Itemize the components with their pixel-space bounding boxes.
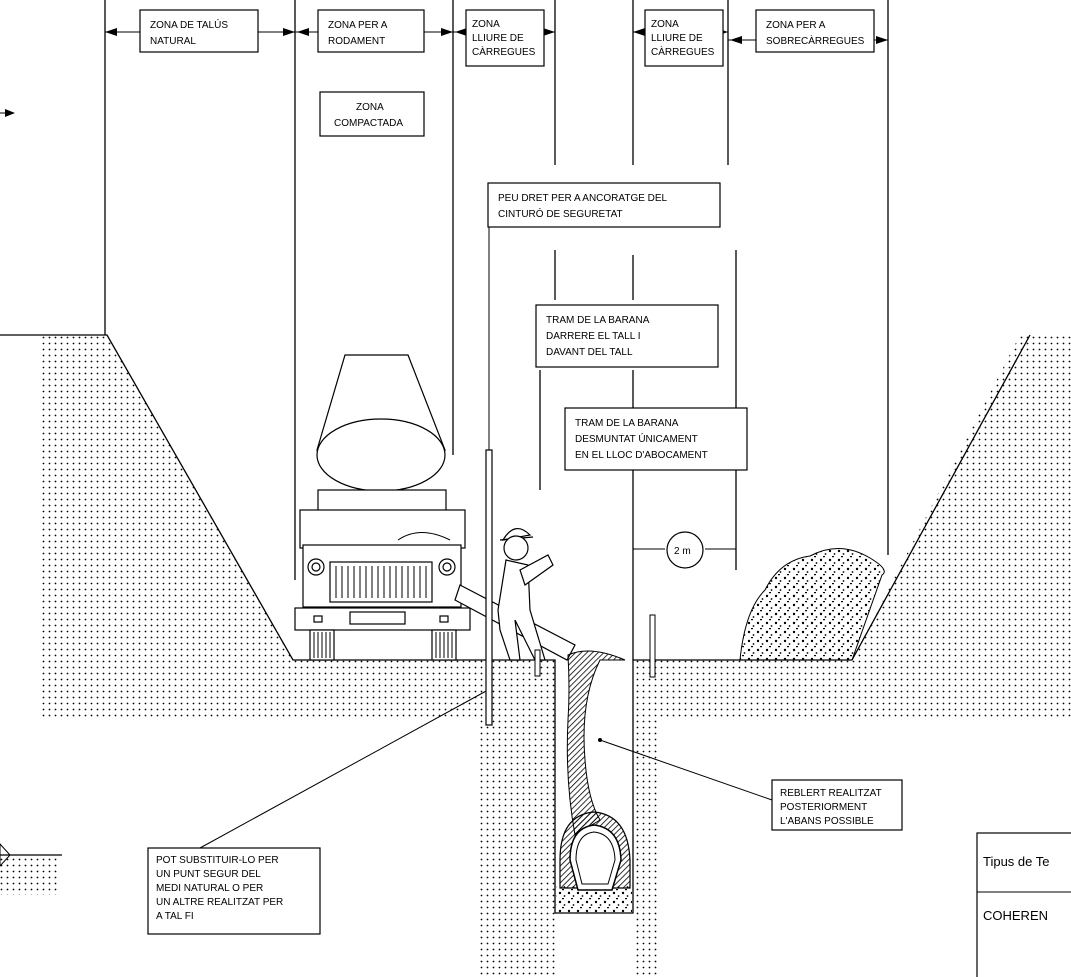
label-line: POSTERIORMENT [780,802,867,813]
label-line: LLIURE DE [651,33,703,44]
label-line: PEU DRET PER A ANCORATGE DEL [498,193,668,204]
worker-figure [497,528,554,661]
label-line: TRAM DE LA BARANA [575,418,679,429]
label-line: A TAL FI [156,911,194,922]
label-line: UN ALTRE REALITZAT PER [156,897,283,908]
pipe-section [556,811,632,913]
label-line: MEDI NATURAL O PER [156,883,263,894]
zone-label-natural-slope: ZONA DE TALÚS NATURAL [139,9,259,53]
label-line: CÀRREGUES [472,45,536,58]
tire-treads [313,632,453,658]
label-line: L'ABANS POSSIBLE [780,816,874,827]
label-line: ZONA PER A [766,20,826,31]
label-line: ZONA [472,19,500,30]
label-line: ZONA [651,19,679,30]
label-line: EN EL LLOC D'ABOCAMENT [575,450,708,461]
label-line: ZONA DE TALÚS [150,18,228,31]
label-line: TRAM DE LA BARANA [546,315,650,326]
label-line: RODAMENT [328,36,385,47]
zone-label-free-load-right: ZONA LLIURE DE CÀRREGUES [644,9,724,67]
distance-marker: 2 m [666,531,704,569]
side-table-row-2: COHEREN [983,908,1048,923]
label-line: POT SUBSTITUIR-LO PER [156,855,279,866]
callout-backfill: REBLERT REALITZAT POSTERIORMENT L'ABANS … [598,738,903,831]
label-line: DESMUNTAT ÚNICAMENT [575,432,698,445]
spoil-heap [739,547,885,661]
zone-label-overload: ZONA PER A SOBRECÀRREGUES [755,9,875,53]
callout-substitute: POT SUBSTITUIR-LO PER UN PUNT SEGUR DEL … [147,688,490,935]
zone-label-free-load-left: ZONA LLIURE DE CÀRREGUES [465,9,545,67]
zone-label-rolling: ZONA PER A RODAMENT [317,9,425,53]
callout-anchor-post: PEU DRET PER A ANCORATGE DEL CINTURÓ DE … [487,182,721,228]
label-line: SOBRECÀRREGUES [766,34,865,47]
grille-slats [335,566,427,598]
railing-posts [534,614,656,678]
label-line: NATURAL [150,36,196,47]
side-table: Tipus de Te COHEREN [976,832,1071,977]
concrete-mixer-truck [294,354,471,661]
label-line: ZONA [356,102,384,113]
side-table-row-1: Tipus de Te [983,854,1050,869]
soil-mass [0,335,1071,977]
label-line: UN PUNT SEGUR DEL [156,869,261,880]
label-line: REBLERT REALITZAT [780,788,882,799]
label-line: CINTURÓ DE SEGURETAT [498,207,623,220]
label-line: ZONA PER A [328,20,388,31]
callout-railing-behind: TRAM DE LA BARANA DARRERE EL TALL I DAVA… [535,304,719,368]
label-line: CÀRREGUES [651,45,715,58]
label-line: LLIURE DE [472,33,524,44]
anchor-post [485,227,493,726]
label-line: DARRERE EL TALL I [546,331,640,342]
callout-railing-removed: TRAM DE LA BARANA DESMUNTAT ÚNICAMENT EN… [564,407,748,471]
concrete-stream [566,650,626,836]
label-line: DAVANT DEL TALL [546,347,633,358]
label-line: 2 m [674,546,691,557]
zone-label-compacted: ZONA COMPACTADA [319,91,425,137]
label-line: COMPACTADA [334,118,403,129]
